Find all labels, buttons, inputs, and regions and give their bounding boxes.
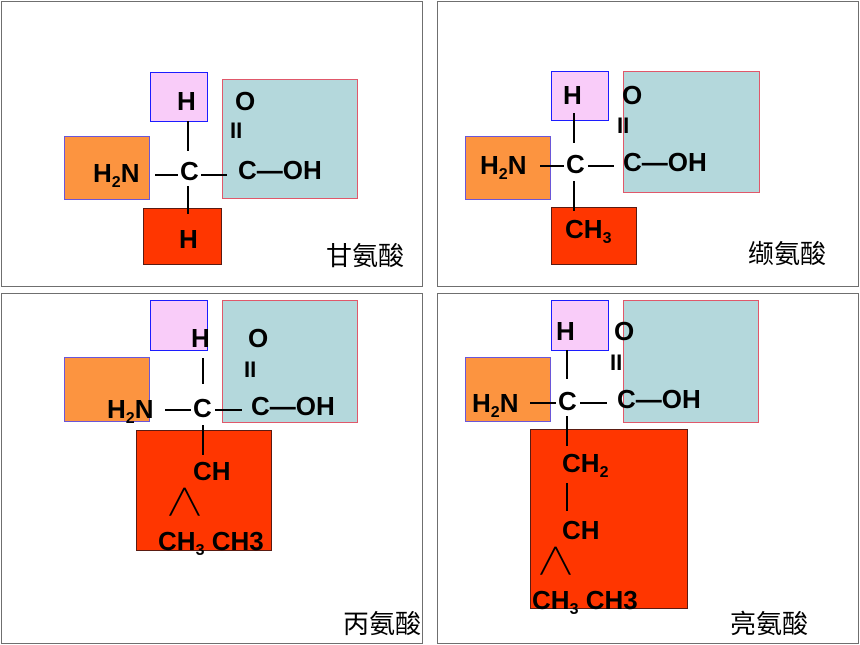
carboxyl-box	[222, 300, 358, 423]
bond-c-c	[580, 402, 607, 404]
hydrogen-box	[150, 72, 208, 122]
bond-r	[202, 425, 204, 455]
alpha-carbon: C	[180, 156, 199, 186]
bond-r	[187, 186, 189, 214]
carboxyl-label: C—OH	[251, 391, 335, 421]
hydrogen-box	[150, 300, 208, 351]
alpha-carbon: C	[558, 386, 577, 416]
r-group-methyls: CH3 CH3	[158, 526, 264, 559]
oxygen-label: O	[235, 86, 256, 116]
carboxyl-box	[623, 300, 759, 423]
bond-c-c	[588, 165, 614, 167]
hydrogen-label: H	[177, 86, 196, 116]
amino-acid-name: 亮氨酸	[730, 610, 809, 640]
bond-r	[573, 181, 575, 211]
amino-box	[64, 357, 150, 422]
bond-h	[202, 358, 204, 384]
amino-acid-name: 甘氨酸	[326, 242, 405, 272]
r-group-box	[551, 207, 637, 265]
amino-box	[465, 357, 551, 422]
r-group-label: H	[179, 224, 198, 254]
hydrogen-label: H	[563, 80, 582, 110]
amino-label: H2N	[107, 394, 154, 427]
bond-h	[573, 113, 575, 143]
bond-n-c	[540, 165, 564, 167]
hydrogen-label: H	[191, 323, 210, 353]
double-bond: II	[617, 113, 630, 138]
bond-c-c	[201, 174, 227, 176]
amino-label: H2N	[472, 388, 519, 421]
hydrogen-label: H	[556, 316, 575, 346]
r-group-ch2: CH2	[562, 448, 609, 481]
amino-acid-name: 缬氨酸	[748, 240, 827, 270]
alpha-carbon: C	[566, 149, 585, 179]
amino-box	[465, 136, 551, 200]
bond-h	[566, 350, 568, 379]
r-group-ch: CH	[193, 456, 231, 486]
double-bond: II	[610, 350, 623, 375]
amino-label: H2N	[93, 158, 140, 191]
oxygen-label: O	[248, 323, 269, 353]
r-group-ch: CH	[562, 515, 600, 545]
amino-box	[64, 136, 150, 200]
carboxyl-box	[222, 79, 358, 199]
oxygen-label: O	[622, 80, 643, 110]
double-bond: II	[230, 118, 243, 143]
branch-bonds: ╱╲	[541, 547, 570, 575]
bond-h	[187, 121, 189, 151]
alpha-carbon: C	[193, 393, 212, 423]
carboxyl-label: C—OH	[617, 384, 701, 414]
carboxyl-label: C—OH	[238, 155, 322, 185]
amino-label: H2N	[480, 150, 527, 183]
bond-r	[566, 416, 568, 446]
r-group-label: CH3	[565, 214, 612, 247]
bond-n-c	[165, 409, 191, 411]
hydrogen-box	[551, 300, 609, 351]
r-group-methyls: CH3 CH3	[532, 585, 638, 618]
carboxyl-box	[623, 71, 760, 193]
branch-bonds: ╱╲	[170, 488, 199, 516]
r-group-box	[530, 429, 688, 609]
bond-ch2-ch	[566, 483, 568, 511]
bond-n-c	[530, 402, 556, 404]
oxygen-label: O	[614, 316, 635, 346]
r-group-box	[143, 208, 222, 265]
amino-acid-name: 丙氨酸	[343, 610, 422, 640]
bond-n-c	[155, 174, 178, 176]
r-group-box	[136, 430, 272, 551]
double-bond: II	[244, 357, 257, 382]
bond-c-c	[215, 409, 242, 411]
hydrogen-box	[551, 71, 609, 121]
carboxyl-label: C—OH	[623, 147, 707, 177]
